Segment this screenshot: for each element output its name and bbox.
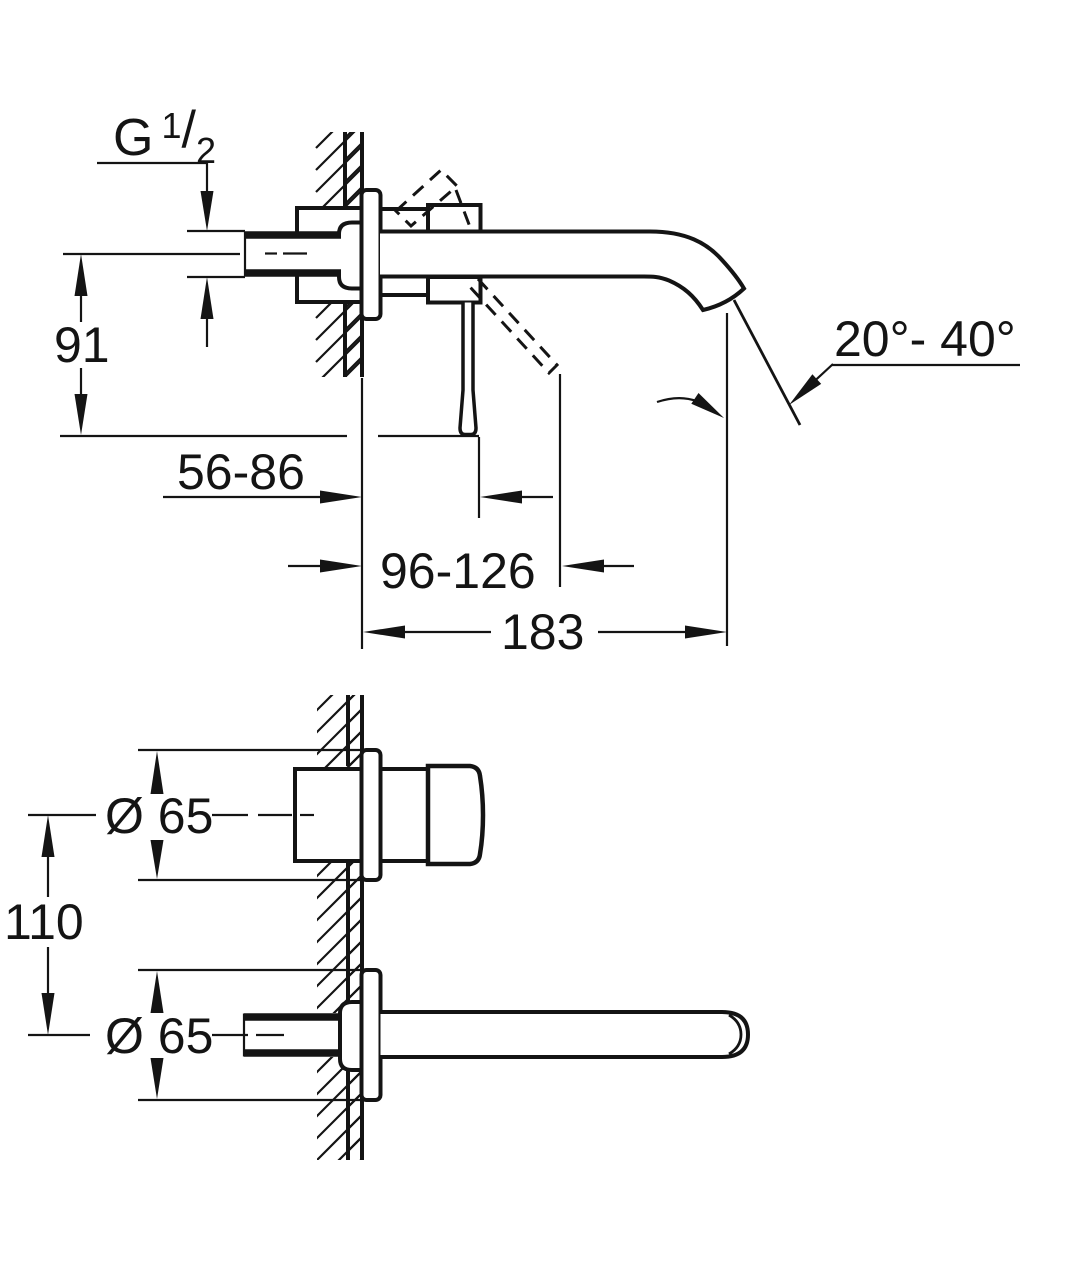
- dim-96-126: 96-126: [288, 543, 634, 599]
- lever-handle-raised-dashed: [393, 167, 460, 229]
- dim-96-126-label: 96-126: [380, 543, 536, 599]
- arrow-down-icon: [74, 394, 88, 435]
- arrow-down-icon: [41, 993, 55, 1035]
- angle-line: [732, 299, 802, 426]
- wall-hatching: [317, 695, 363, 768]
- arrow-up-icon: [200, 277, 214, 319]
- wall-section-front: [317, 695, 364, 1160]
- lever-handle: [458, 302, 478, 437]
- supply-pipe-side: [187, 229, 341, 279]
- arrow-right-icon: [320, 490, 362, 504]
- wall-hatching: [315, 302, 363, 377]
- spout-assembly: [242, 968, 751, 1102]
- arrow-left-icon: [562, 559, 604, 573]
- dim-d65-handle: Ø 65: [105, 748, 360, 882]
- wall-hatching: [317, 1057, 363, 1160]
- arrow-down-icon: [150, 840, 164, 879]
- dim-110-label: 110: [4, 894, 84, 950]
- dim-183-label: 183: [501, 604, 584, 660]
- arrow-up-icon: [150, 751, 164, 794]
- wall-hatching: [317, 861, 363, 1013]
- dim-91: 91: [54, 254, 479, 438]
- lever-handle-raised-dashed: [454, 189, 472, 228]
- spout-escutcheon: [359, 968, 383, 1102]
- pipe-centerline: [63, 252, 307, 256]
- handle-knob: [425, 763, 486, 867]
- dim-d65-handle-label: Ø 65: [105, 788, 213, 844]
- spray-angle: 20°- 40°: [656, 299, 1020, 426]
- arrow-left-icon: [363, 625, 405, 639]
- arrow-down-icon: [150, 1058, 164, 1099]
- dim-183: 183: [363, 604, 727, 660]
- dim-91-label: 91: [54, 317, 110, 373]
- lever-handle-open-dashed: [468, 277, 560, 376]
- dim-56-86-label: 56-86: [177, 444, 305, 500]
- handle-escutcheon: [359, 748, 383, 882]
- dim-d65-spout-label: Ø 65: [105, 1008, 213, 1064]
- spout-tube: [380, 1010, 751, 1059]
- front-view: Ø 65 110 Ø: [4, 695, 751, 1160]
- handle-assembly: [293, 748, 486, 882]
- arrow-left-icon: [480, 490, 522, 504]
- arrow-up-icon: [41, 815, 55, 857]
- angle-range-label: 20°- 40°: [834, 311, 1016, 367]
- dim-56-86: 56-86: [163, 444, 553, 504]
- leader-arrowhead-icon: [789, 374, 822, 405]
- spout-union-nut: [338, 1000, 362, 1072]
- dim-110: 110: [4, 815, 84, 1035]
- cartridge-block-top: [426, 203, 483, 234]
- dimensions-front: Ø 65 110 Ø: [4, 748, 360, 1102]
- union-nut: [337, 220, 363, 291]
- arrow-right-icon: [320, 559, 362, 573]
- arrow-up-icon: [150, 971, 164, 1013]
- spout-tube-inner-contour: [728, 1013, 743, 1056]
- spout: [380, 229, 747, 313]
- handle-concealed-body: [293, 767, 364, 863]
- arc-arrowhead-icon: [691, 393, 724, 418]
- arrow-up-icon: [74, 254, 88, 296]
- arrow-down-icon: [200, 191, 214, 231]
- escutcheon-side: [359, 188, 383, 321]
- arrow-right-icon: [685, 625, 727, 639]
- dim-d65-spout: Ø 65: [105, 968, 360, 1102]
